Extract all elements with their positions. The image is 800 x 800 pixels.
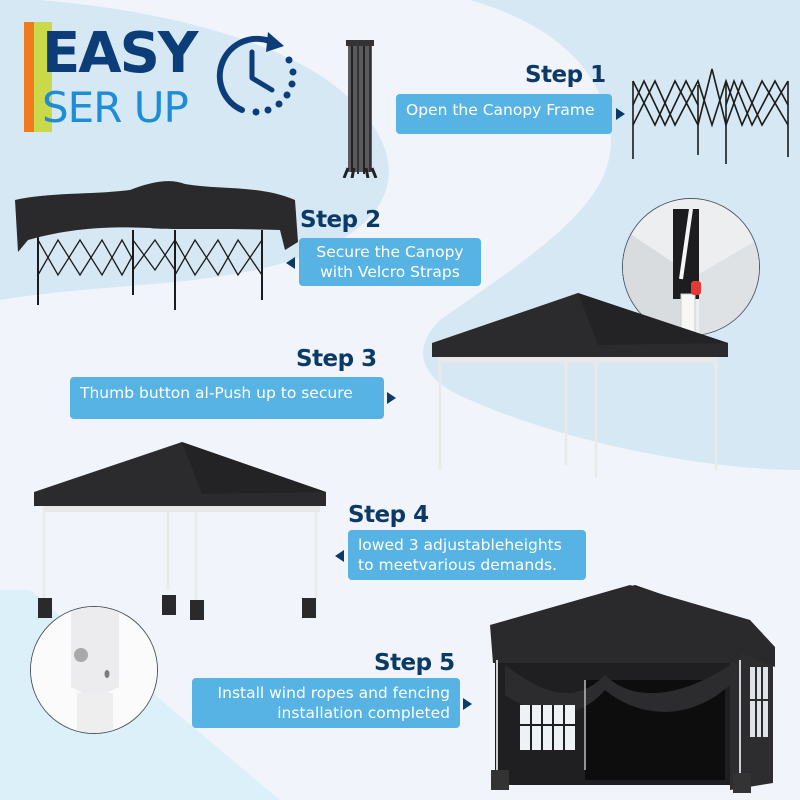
step-4-label-line1: lowed 3 adjustableheights [358,536,562,554]
step-2-label: Secure the Canopy with Velcro Straps [299,238,481,286]
leg-pin-detail-image [30,606,158,734]
completed-tent-image [490,585,775,793]
step-4-label: lowed 3 adjustableheights to meetvarious… [348,530,586,580]
step-3-heading: Step 3 [296,346,377,372]
canopy-draped-image [15,181,298,310]
open-frame-image [632,68,789,164]
step-5-heading: Step 5 [374,650,455,676]
step-3-label: Thumb button al-Push up to secure [70,377,384,419]
folded-frame-image [342,40,378,178]
arrow-left-icon [286,257,295,269]
step-1-label: Open the Canopy Frame [396,94,612,134]
arrow-right-icon [616,108,625,120]
clock-refresh-icon [216,32,297,116]
thumb-button-detail-image [622,198,760,336]
canopy-raised-image [432,293,728,477]
step-4-label-line2: to meetvarious demands. [358,556,558,574]
canopy-adjustable-image [34,442,326,620]
step-2-heading: Step 2 [300,207,381,233]
arrow-right-icon [387,392,396,404]
step-1-heading: Step 1 [525,62,606,88]
title-setup: SER UP [42,83,189,132]
arrow-right-icon [463,698,472,710]
step-4-heading: Step 4 [348,502,429,528]
title-easy: EASY [42,21,198,86]
step-2-label-line2: with Velcro Straps [320,263,460,281]
step-2-label-line1: Secure the Canopy [316,243,464,261]
accent-bar-lime [34,22,52,132]
step-5-label: Install wind ropes and fencing installat… [192,678,460,728]
step-5-label-line2: installation completed [277,704,450,722]
step-5-label-line1: Install wind ropes and fencing [217,684,450,702]
arrow-left-icon [335,550,344,562]
accent-bar-orange [24,22,34,132]
